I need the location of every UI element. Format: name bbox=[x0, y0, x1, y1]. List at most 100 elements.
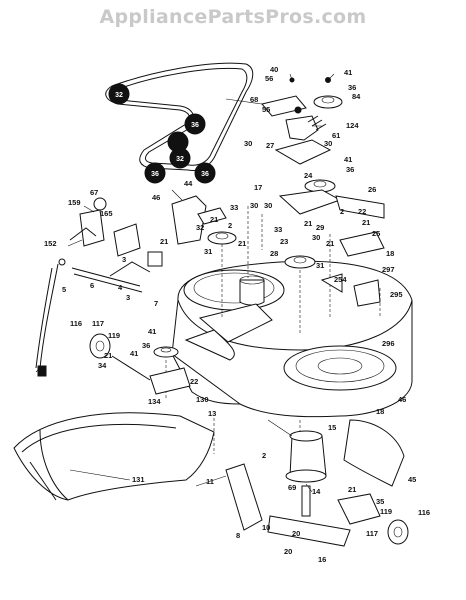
callout-label: 36 bbox=[348, 83, 356, 92]
callout-label: 7 bbox=[154, 299, 158, 308]
callout-label: 84 bbox=[352, 92, 361, 101]
callout-label: 30 bbox=[244, 139, 252, 148]
mower-deck-shell bbox=[171, 260, 413, 418]
callout-label: 26 bbox=[368, 185, 376, 194]
pulley-label: 32 bbox=[176, 156, 184, 163]
callout-label: 31 bbox=[204, 247, 212, 256]
callout-label: 69 bbox=[288, 483, 296, 492]
callout-label: 8 bbox=[236, 531, 240, 540]
callout-label: 25 bbox=[372, 229, 380, 238]
callout-label: 13 bbox=[208, 409, 216, 418]
callout-label: 31 bbox=[316, 261, 324, 270]
idler-arm-assembly bbox=[261, 77, 385, 219]
callout-label: 116 bbox=[418, 508, 430, 517]
callout-label: 14 bbox=[312, 487, 321, 496]
pulley-label: 32 bbox=[115, 92, 123, 99]
callout-label: 20 bbox=[292, 529, 300, 538]
callout-label: 21 bbox=[362, 218, 370, 227]
callout-label: 21 bbox=[210, 215, 218, 224]
callout-label: 21 bbox=[326, 239, 334, 248]
callout-label: 116 bbox=[70, 319, 82, 328]
callout-label: 130 bbox=[196, 395, 209, 404]
callout-label: 41 bbox=[148, 327, 156, 336]
callout-label: 46 bbox=[152, 193, 160, 202]
callout-label: 30 bbox=[264, 201, 272, 210]
callout-label: 6 bbox=[90, 281, 94, 290]
pulley-label: 36 bbox=[151, 171, 159, 178]
callout-label: 5 bbox=[62, 285, 66, 294]
callout-label: 20 bbox=[284, 547, 292, 556]
callout-label: 11 bbox=[206, 477, 214, 486]
discharge-chute bbox=[13, 412, 215, 501]
callout-label: 21 bbox=[348, 485, 356, 494]
callout-label: 131 bbox=[132, 475, 145, 484]
callout-label: 3 bbox=[126, 293, 130, 302]
callout-label: 32 bbox=[196, 223, 204, 232]
spindle-pulleys bbox=[153, 231, 316, 358]
callout-label: 40 bbox=[270, 65, 278, 74]
callout-label: 17 bbox=[254, 183, 262, 192]
rear-baffle bbox=[343, 419, 405, 487]
callout-label: 2 bbox=[228, 221, 232, 230]
callout-label: 297 bbox=[382, 265, 395, 274]
callout-label: 117 bbox=[92, 319, 104, 328]
callout-label: 21 bbox=[104, 351, 112, 360]
callout-label: 44 bbox=[184, 179, 193, 188]
callout-label: 68 bbox=[250, 95, 258, 104]
blade bbox=[225, 463, 351, 547]
leader-lines bbox=[35, 73, 335, 493]
callout-label: 33 bbox=[230, 203, 238, 212]
callout-label: 18 bbox=[376, 407, 384, 416]
callout-label: 22 bbox=[190, 377, 198, 386]
callout-label: 117 bbox=[366, 529, 378, 538]
callout-label: 22 bbox=[358, 207, 366, 216]
spindle-assembly bbox=[285, 430, 327, 517]
pulley-labels: 32 36 32 36 36 bbox=[115, 92, 209, 178]
callout-label: 18 bbox=[386, 249, 394, 258]
right-deck-brackets bbox=[320, 231, 385, 307]
watermark: AppliancePartsPros.com bbox=[99, 6, 367, 28]
callout-label: 2 bbox=[340, 207, 344, 216]
tension-bracket-assembly bbox=[35, 195, 227, 377]
callout-label: 35 bbox=[376, 497, 384, 506]
callout-label: 165 bbox=[100, 209, 113, 218]
pulley-label: 36 bbox=[201, 171, 209, 178]
callout-label: 119 bbox=[380, 507, 392, 516]
callout-label: 15 bbox=[328, 423, 336, 432]
callout-label: 30 bbox=[312, 233, 320, 242]
callout-label: 124 bbox=[346, 121, 359, 130]
callout-label: 45 bbox=[408, 475, 416, 484]
callout-label: 36 bbox=[346, 165, 354, 174]
callout-label: 296 bbox=[382, 339, 395, 348]
callout-label: 41 bbox=[344, 155, 352, 164]
callout-label: 4 bbox=[118, 283, 123, 292]
callout-label: 23 bbox=[280, 237, 288, 246]
callout-label: 30 bbox=[250, 201, 258, 210]
callout-label: 134 bbox=[148, 397, 161, 406]
callout-label: 34 bbox=[98, 361, 107, 370]
callout-label: 295 bbox=[390, 290, 403, 299]
belt-pulleys bbox=[108, 83, 216, 184]
callout-label: 56 bbox=[265, 74, 273, 83]
callout-label: 2 bbox=[262, 451, 266, 460]
callout-label: 21 bbox=[304, 219, 312, 228]
callout-label: 41 bbox=[344, 68, 352, 77]
pulley-label: 36 bbox=[191, 122, 199, 129]
callout-label: 254 bbox=[334, 275, 347, 284]
callout-label: 10 bbox=[262, 523, 270, 532]
callout-label: 21 bbox=[160, 237, 168, 246]
callout-label: 67 bbox=[90, 188, 98, 197]
drive-belt bbox=[105, 62, 254, 171]
callout-label: 24 bbox=[304, 171, 313, 180]
callout-label: 29 bbox=[316, 223, 324, 232]
callout-label: 119 bbox=[108, 331, 120, 340]
rear-gauge-wheel bbox=[337, 493, 409, 545]
callout-label: 55 bbox=[262, 105, 270, 114]
callout-label: 28 bbox=[270, 249, 278, 258]
callout-label: 30 bbox=[324, 139, 332, 148]
callout-label: 16 bbox=[318, 555, 326, 564]
callout-label: 46 bbox=[398, 395, 406, 404]
callout-label: 159 bbox=[68, 198, 81, 207]
callout-label: 152 bbox=[44, 239, 57, 248]
